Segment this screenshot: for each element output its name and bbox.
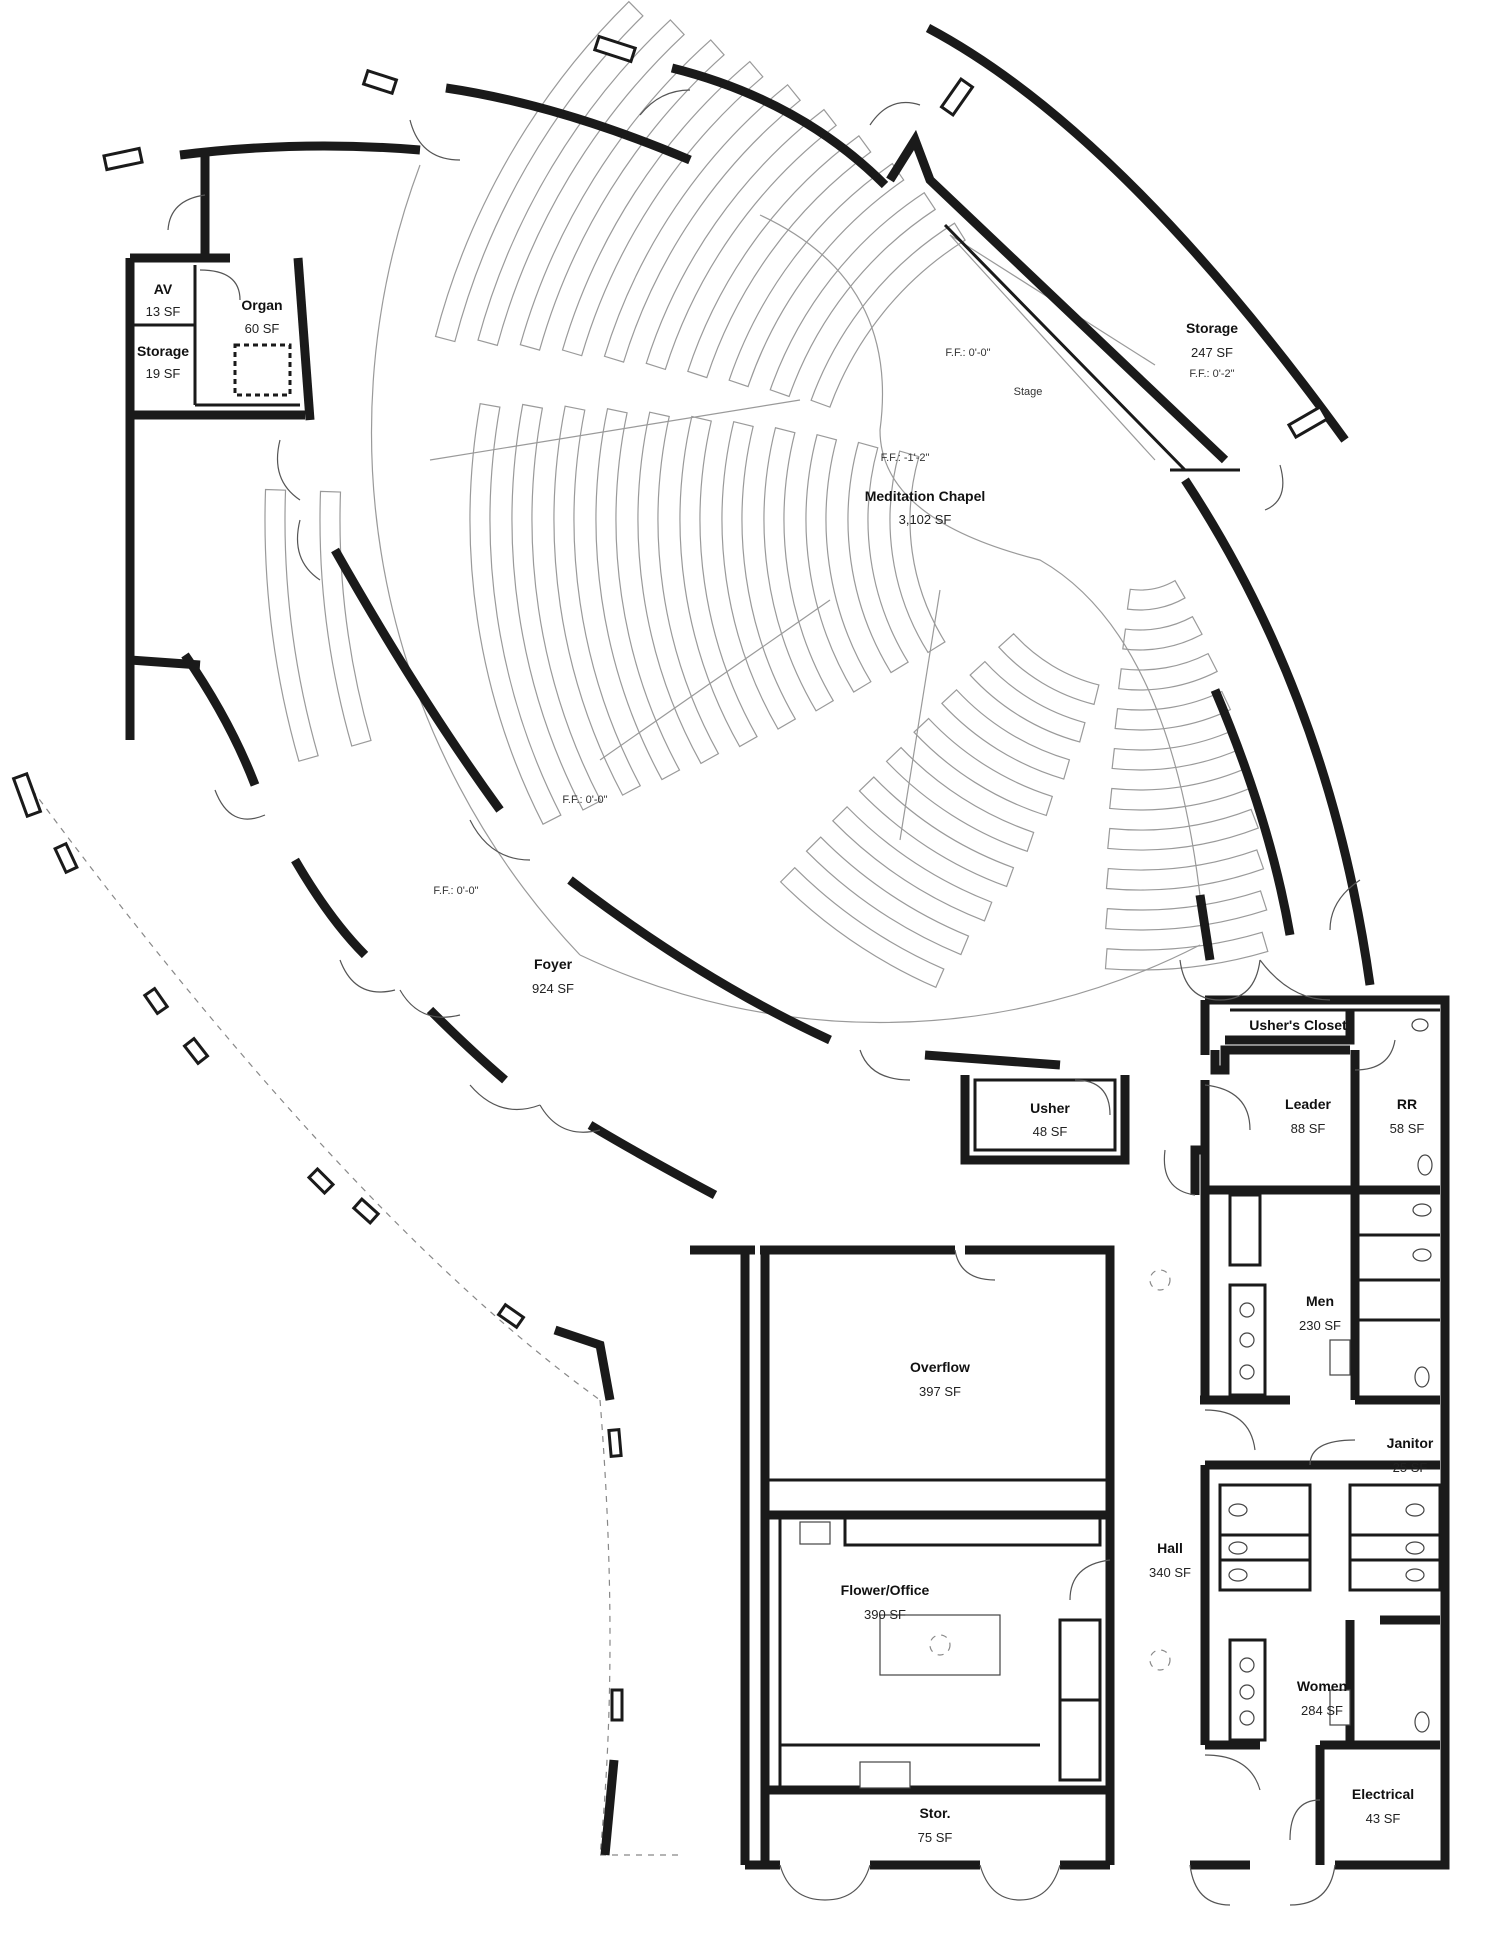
pew bbox=[1107, 808, 1260, 851]
electrical-area: 43 SF bbox=[1366, 1811, 1401, 1826]
storage-small-name: Storage bbox=[137, 343, 189, 359]
pew bbox=[769, 191, 937, 398]
pew bbox=[1114, 690, 1232, 731]
rr-area: 58 SF bbox=[1390, 1121, 1425, 1136]
organ-area: 60 SF bbox=[245, 321, 280, 336]
pew bbox=[885, 746, 1035, 853]
rr-name: RR bbox=[1397, 1096, 1417, 1112]
central-block-walls bbox=[690, 1245, 1115, 1901]
pew bbox=[1109, 768, 1252, 811]
pew bbox=[721, 420, 797, 730]
pew bbox=[763, 427, 835, 712]
chapel-floor-lines bbox=[370, 164, 1206, 1024]
pew bbox=[264, 488, 319, 762]
pew bbox=[1122, 615, 1203, 651]
janitor-area: 25 SF bbox=[1393, 1460, 1428, 1475]
chapel-name: Meditation Chapel bbox=[865, 488, 986, 504]
pew bbox=[941, 689, 1071, 780]
room-labels: AV 13 SF Storage 19 SF Organ 60 SF Stora… bbox=[137, 281, 1434, 1845]
ushers-closet-name: Usher's Closet bbox=[1249, 1017, 1347, 1033]
plumbing-fixtures bbox=[1149, 1018, 1433, 1733]
stage-name: Stage bbox=[1014, 386, 1043, 398]
flower-office-name: Flower/Office bbox=[841, 1582, 930, 1598]
foyer-name: Foyer bbox=[534, 956, 573, 972]
pew bbox=[889, 450, 946, 654]
av-name: AV bbox=[154, 281, 173, 297]
men-name: Men bbox=[1306, 1293, 1334, 1309]
pew bbox=[1105, 890, 1268, 931]
women-area: 284 SF bbox=[1301, 1703, 1343, 1718]
men-area: 230 SF bbox=[1299, 1318, 1341, 1333]
pew bbox=[519, 39, 725, 351]
usher-room-walls bbox=[960, 1075, 1130, 1165]
pew bbox=[595, 408, 681, 781]
pew bbox=[831, 806, 993, 922]
pew bbox=[553, 405, 642, 796]
pew bbox=[477, 19, 685, 347]
pew bbox=[319, 490, 372, 747]
storage-small-area: 19 SF bbox=[146, 366, 181, 381]
chapel-ff: F.F.: -1'-2" bbox=[881, 452, 930, 464]
storage-stage-name: Storage bbox=[1186, 320, 1238, 336]
pew bbox=[1111, 729, 1243, 771]
stor-name: Stor. bbox=[919, 1805, 950, 1821]
pew bbox=[913, 717, 1054, 817]
stor-area: 75 SF bbox=[918, 1830, 953, 1845]
storage-stage-area: 247 SF bbox=[1191, 345, 1233, 360]
pew bbox=[805, 836, 970, 956]
overflow-name: Overflow bbox=[910, 1359, 970, 1375]
pew bbox=[810, 222, 966, 408]
janitor-name: Janitor bbox=[1387, 1435, 1434, 1451]
chapel-area: 3,102 SF bbox=[899, 512, 952, 527]
pew bbox=[679, 415, 758, 748]
usher-area: 48 SF bbox=[1033, 1124, 1068, 1139]
usher-name: Usher bbox=[1030, 1100, 1070, 1116]
leader-area: 88 SF bbox=[1291, 1121, 1326, 1136]
pew bbox=[805, 433, 872, 693]
exterior-curved-walls bbox=[179, 24, 1375, 986]
chapel-inner-wall bbox=[296, 519, 1061, 1081]
foyer-ff: F.F.: 0'-0" bbox=[433, 885, 478, 897]
pew bbox=[858, 776, 1015, 888]
pew bbox=[997, 632, 1100, 706]
pew bbox=[1105, 849, 1265, 891]
pew bbox=[847, 441, 909, 674]
flower-office-area: 390 SF bbox=[864, 1607, 906, 1622]
pew bbox=[434, 0, 644, 343]
pew bbox=[469, 402, 562, 825]
pew bbox=[645, 108, 837, 371]
foyer-exterior-wall bbox=[181, 652, 718, 1199]
pew bbox=[1118, 652, 1218, 691]
canopy-outline bbox=[11, 771, 680, 1856]
av-area: 13 SF bbox=[146, 304, 181, 319]
leader-name: Leader bbox=[1285, 1096, 1331, 1112]
pew bbox=[728, 162, 905, 388]
foyer-area: 924 SF bbox=[532, 981, 574, 996]
hall-area: 340 SF bbox=[1149, 1565, 1191, 1580]
foyer-ff-inner: F.F.: 0'-0" bbox=[562, 794, 607, 806]
hall-name: Hall bbox=[1157, 1540, 1183, 1556]
pew bbox=[969, 660, 1086, 743]
pew bbox=[1126, 579, 1186, 611]
stage-ff: F.F.: 0'-0" bbox=[945, 347, 990, 359]
pew bbox=[779, 866, 945, 989]
pew bbox=[637, 411, 720, 765]
east-wing-walls bbox=[1163, 959, 1450, 1906]
exterior-piers bbox=[102, 34, 1361, 931]
storage-stage-ff: F.F.: 0'-2" bbox=[1189, 368, 1234, 380]
organ-name: Organ bbox=[241, 297, 282, 313]
electrical-name: Electrical bbox=[1352, 1786, 1414, 1802]
women-name: Women bbox=[1297, 1678, 1347, 1694]
overflow-area: 397 SF bbox=[919, 1384, 961, 1399]
